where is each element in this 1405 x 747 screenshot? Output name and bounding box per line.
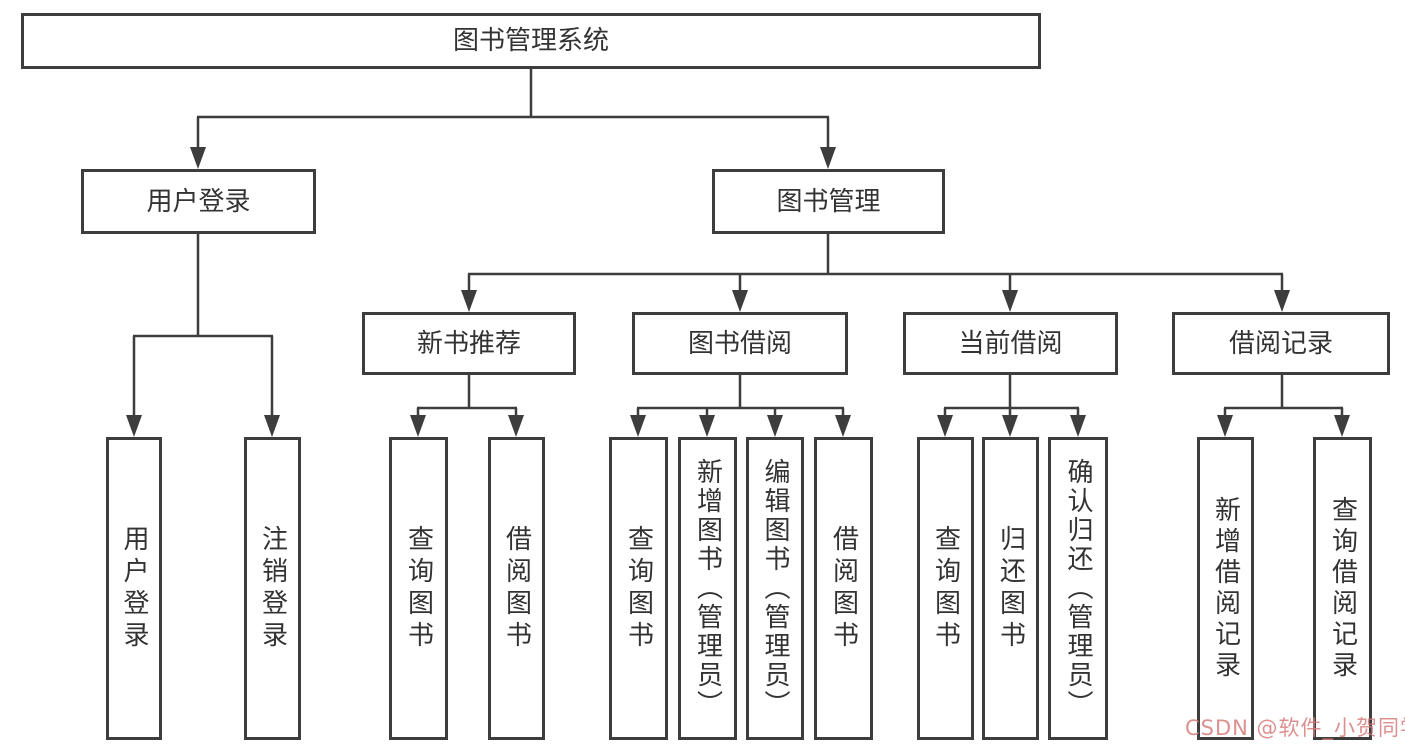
leaf-query-books-1: 查询图书 (389, 437, 448, 740)
leaf-return-books-label: 归还图书 (995, 524, 1026, 653)
leaf-query-books-2: 查询图书 (609, 437, 668, 740)
node-borrowing-records: 借阅记录 (1172, 312, 1390, 375)
leaf-add-borrow-record-label: 新增借阅记录 (1210, 495, 1241, 682)
leaf-query-borrow-record: 查询借阅记录 (1313, 437, 1372, 740)
node-library-system-label: 图书管理系统 (452, 26, 609, 56)
leaf-query-books-3: 查询图书 (917, 437, 974, 740)
node-library-system: 图书管理系统 (21, 13, 1041, 69)
leaf-query-books-1-label: 查询图书 (403, 524, 434, 653)
leaf-borrow-books-1: 借阅图书 (488, 437, 545, 740)
leaf-borrow-books-2-label: 借阅图书 (828, 524, 859, 653)
leaf-add-borrow-record: 新增借阅记录 (1197, 437, 1254, 740)
leaf-borrow-books-2: 借阅图书 (814, 437, 873, 740)
node-borrowing-records-label: 借阅记录 (1228, 328, 1333, 359)
arrowheads (126, 147, 1350, 437)
leaf-confirm-return-admin: 确认归还（管理员） (1048, 437, 1108, 740)
leaf-confirm-return-admin-label: 确认归还（管理员） (1063, 458, 1093, 719)
node-book-borrowing-label: 图书借阅 (687, 328, 792, 359)
node-book-borrowing: 图书借阅 (632, 312, 848, 375)
node-new-book-recommend: 新书推荐 (362, 312, 576, 375)
leaf-query-books-3-label: 查询图书 (930, 524, 961, 653)
node-user-login-label: 用户登录 (146, 186, 251, 217)
leaf-add-books-admin-label: 新增图书（管理员） (692, 458, 723, 719)
leaf-edit-books-admin: 编辑图书（管理员） (746, 437, 804, 740)
node-book-management: 图书管理 (712, 169, 945, 234)
node-new-book-recommend-label: 新书推荐 (416, 328, 521, 359)
node-user-login: 用户登录 (81, 169, 316, 234)
leaf-borrow-books-1-label: 借阅图书 (501, 524, 532, 653)
leaf-logout-label: 注销登录 (257, 524, 288, 653)
leaf-user-login: 用户登录 (106, 437, 162, 740)
leaf-return-books: 归还图书 (982, 437, 1039, 740)
watermark: CSDN @软件_小贺同学 (1185, 716, 1405, 740)
node-current-borrowing: 当前借阅 (903, 312, 1118, 375)
leaf-query-books-2-label: 查询图书 (623, 524, 654, 653)
node-current-borrowing-label: 当前借阅 (958, 328, 1063, 359)
leaf-user-login-label: 用户登录 (119, 524, 149, 653)
leaf-add-books-admin: 新增图书（管理员） (678, 437, 737, 740)
leaf-logout: 注销登录 (244, 437, 301, 740)
leaf-query-borrow-record-label: 查询借阅记录 (1327, 495, 1358, 682)
leaf-edit-books-admin-label: 编辑图书（管理员） (760, 458, 790, 719)
node-book-management-label: 图书管理 (776, 186, 881, 217)
connector-lines (132, 69, 1344, 421)
